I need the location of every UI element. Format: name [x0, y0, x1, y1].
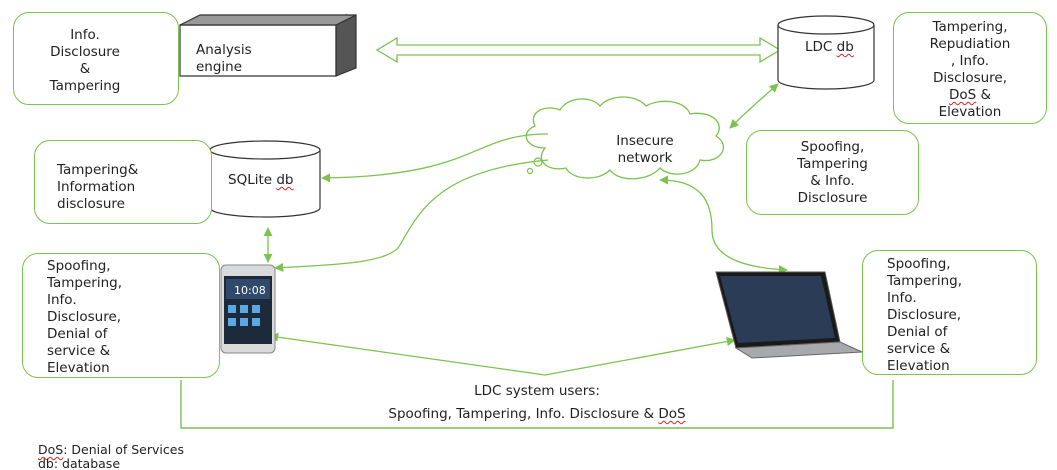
connectors [263, 83, 788, 376]
analysis-engine-label: Analysis engine [196, 42, 252, 75]
ldc-db-threats-text: Tampering, Repudiation , Info. Disclosur… [929, 19, 1011, 120]
insecure-network-cloud-icon [525, 96, 724, 180]
network-threats-box [746, 130, 919, 215]
laptop-threats-text: Spoofing, Tampering, Info. Disclosure, D… [887, 256, 963, 374]
engine-ldc-double-arrow [375, 36, 782, 64]
system-users-threats: Spoofing, Tampering, Info. Disclosure & … [388, 406, 686, 422]
phone-threats-box [22, 253, 220, 378]
analysis-engine-threats-text: Info. Disclosure & Tampering [49, 27, 121, 94]
analysis-engine-threats-box [13, 12, 179, 105]
phone-threats-text: Spoofing, Tampering, Info. Disclosure, D… [47, 258, 123, 376]
laptop-icon [715, 271, 863, 359]
network-threats-text: Spoofing, Tampering & Info. Disclosure [797, 139, 868, 206]
system-users-title: LDC system users: [474, 383, 600, 399]
legend-db: db: database [38, 456, 121, 470]
insecure-network-label: Insecure network [616, 133, 674, 166]
sqlite-db-database-icon [209, 140, 321, 218]
system-users-frame [180, 380, 894, 429]
sqlite-db-label: SQLite db [228, 172, 294, 188]
analysis-engine-cube-icon [179, 13, 357, 77]
sqlite-threats-box [34, 140, 212, 224]
legend-dos: DoS: Denial of Services [38, 442, 184, 457]
ldc-db-database-icon [777, 15, 875, 90]
ldc-db-threats-box [893, 12, 1047, 124]
svg-text:10:08: 10:08 [234, 284, 266, 297]
smartphone-icon: 10:08 [220, 264, 276, 354]
laptop-threats-box [862, 250, 1037, 375]
sqlite-threats-text: Tampering& Information disclosure [57, 162, 139, 212]
ldc-db-label: LDC db [805, 39, 854, 55]
